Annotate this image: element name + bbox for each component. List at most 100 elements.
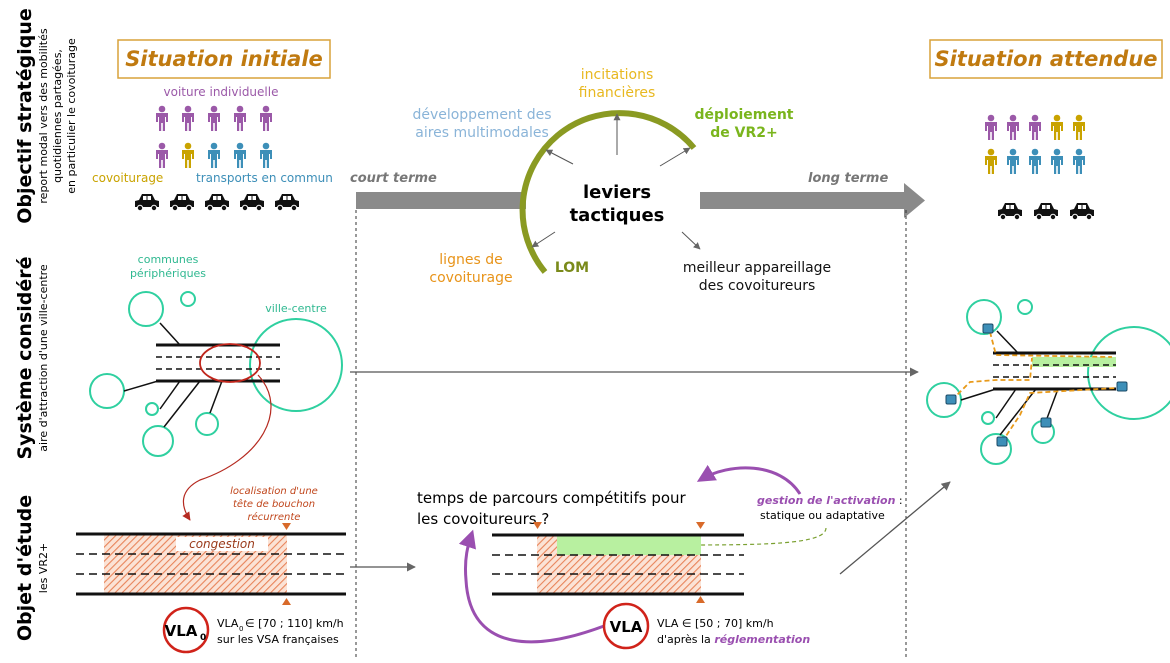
strategic-title: Objectif stratégique — [14, 8, 36, 224]
vla0-badge — [162, 606, 210, 654]
levers-arc — [519, 110, 697, 274]
person-icon — [985, 148, 997, 174]
expected-title: Situation attendue — [934, 47, 1157, 71]
lever-incitations-2: financières — [579, 85, 656, 101]
activation-sub: statique ou adaptative — [760, 509, 885, 522]
arrow-dev — [545, 149, 574, 165]
person-icon — [260, 105, 272, 131]
timeline-long: long terme — [808, 171, 888, 186]
lever-lom: LOM — [555, 260, 589, 276]
congestion-label-bg — [176, 537, 268, 551]
person-icon — [1029, 114, 1041, 140]
bottleneck-marker-bottom — [282, 598, 291, 605]
initial-cars — [134, 193, 300, 212]
object-sub-group: les VR2+ — [37, 543, 50, 593]
vla0-badge-text: VLA — [165, 622, 198, 640]
person-icon — [1007, 114, 1019, 140]
lever-lines-2: covoiturage — [429, 270, 512, 286]
lever-matching-2: des covoitureurs — [699, 278, 816, 294]
lever-matching-1: meilleur appareillage — [683, 260, 831, 276]
person-icon — [1007, 148, 1019, 174]
vla-badge-text: VLA — [610, 618, 643, 636]
label-individual-car: voiture individuelle — [164, 85, 279, 99]
expected-people — [985, 114, 1085, 174]
timeline-bar-left — [356, 192, 526, 209]
car-icon — [1033, 202, 1059, 221]
congestion-label: congestion — [189, 537, 255, 551]
levers-title-1: leviers — [583, 182, 651, 203]
strategic-sub-1: report modal vers des mobilités — [37, 28, 50, 203]
vla-badge — [602, 602, 650, 650]
carpool-stops — [945, 323, 1128, 447]
section-system: Système considéré — [14, 256, 36, 459]
initial-people — [156, 105, 272, 168]
label-transit: transports en commun — [196, 171, 333, 185]
strategic-sub-group-3: en particulier le covoiturage — [65, 38, 78, 194]
carpool-routes — [951, 331, 1117, 443]
person-icon — [1051, 148, 1063, 174]
person-icon — [985, 114, 997, 140]
object-title: Objet d'étude — [14, 495, 36, 641]
study-arrow-2 — [839, 481, 951, 575]
timeline-arrowhead — [904, 183, 925, 218]
person-icon — [234, 105, 246, 131]
label-carpool: covoiturage — [92, 171, 163, 185]
expected-cars — [997, 202, 1095, 221]
bottleneck-marker-top — [282, 523, 291, 530]
activation-dashed-arrow — [672, 527, 827, 550]
vla-feedback-arrow — [458, 529, 605, 644]
question-1: temps de parcours compétitifs pour — [417, 489, 687, 507]
person-icon — [260, 142, 272, 168]
section-strategic: Objectif stratégique — [14, 8, 36, 224]
system-title: Système considéré — [14, 256, 36, 459]
car-icon — [204, 193, 230, 212]
road-mid — [492, 533, 744, 596]
zoom-arrow-red — [182, 374, 272, 521]
lever-deploy-2: de VR2+ — [710, 125, 777, 141]
person-icon — [156, 142, 168, 168]
person-icon — [182, 105, 194, 131]
person-icon — [208, 142, 220, 168]
lever-deploy-1: déploiement — [695, 107, 794, 123]
vla-context: d'après la réglementation — [657, 633, 810, 646]
vla0-range-prefix: VLA — [217, 617, 239, 630]
activation-arrow — [696, 464, 802, 495]
initial-title-box — [117, 39, 331, 79]
car-icon — [1069, 202, 1095, 221]
person-icon — [1029, 148, 1041, 174]
system-sub-group: aire d'attraction d'une ville-centre — [37, 264, 50, 452]
car-icon — [134, 193, 160, 212]
question-2: les covoitureurs ? — [417, 510, 549, 528]
arrow-lines — [531, 231, 556, 248]
mid-marker-top-2 — [696, 522, 705, 529]
lever-lines-1: lignes de — [439, 252, 502, 268]
arrow-deploy — [659, 147, 691, 167]
vla0-context: sur les VSA françaises — [217, 633, 339, 646]
bottleneck-label-2: tête de bouchon — [233, 498, 315, 510]
system-left — [89, 291, 343, 457]
bottleneck-label-3: récurrente — [248, 511, 301, 523]
hov-lane-green — [557, 535, 701, 555]
vla0-range: ∈ [70 ; 110] km/h — [245, 617, 344, 630]
person-icon — [234, 142, 246, 168]
lever-dev-1: développement des — [412, 107, 551, 123]
arrow-matching — [681, 231, 701, 250]
car-icon — [997, 202, 1023, 221]
bottleneck-ellipse — [199, 343, 261, 383]
levers-title-2: tactiques — [570, 205, 665, 226]
communes-label-1: communes — [138, 253, 199, 266]
bottleneck-label-1: localisation d'une — [230, 486, 318, 497]
city-label: ville-centre — [265, 302, 327, 315]
mid-marker-bottom — [696, 596, 705, 603]
section-object: Objet d'étude — [14, 495, 36, 641]
person-icon — [1051, 114, 1063, 140]
expected-title-box — [929, 39, 1163, 79]
person-icon — [1073, 148, 1085, 174]
strategic-sub-3: en particulier le covoiturage — [65, 38, 78, 194]
car-icon — [169, 193, 195, 212]
system-sub: aire d'attraction d'une ville-centre — [37, 264, 50, 452]
timeline-short: court terme — [350, 171, 437, 186]
person-icon — [208, 105, 220, 131]
